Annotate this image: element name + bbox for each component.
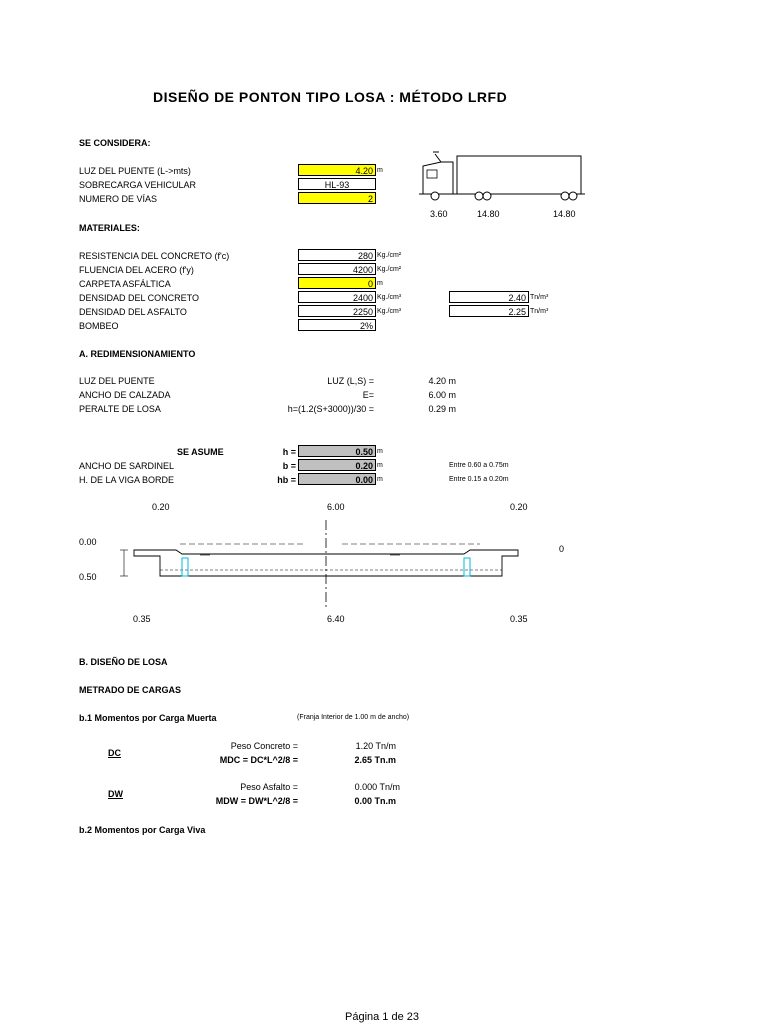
dc-label: DC: [108, 748, 121, 758]
carpeta-value[interactable]: 0: [298, 277, 376, 289]
densidad-asfalto-tn-unit: Tn/m³: [530, 308, 549, 315]
section-left-top: 0.00: [79, 537, 97, 547]
page-number: Página 1 de 23: [345, 1011, 420, 1023]
truck-icon: [419, 151, 585, 201]
resistencia-value[interactable]: 280: [298, 249, 376, 261]
sardinel-label: ANCHO DE SARDINEL: [79, 461, 175, 471]
assumed-b-value[interactable]: 0.20: [298, 459, 376, 471]
sardinel-note: Entre 0.60 a 0.75m: [449, 462, 509, 469]
slab-section-diagram: [120, 520, 519, 608]
losa-heading: B. DISEÑO DE LOSA: [79, 657, 168, 667]
numero-vias-value[interactable]: 2: [298, 192, 376, 204]
sobrecarga-value[interactable]: HL-93: [298, 178, 376, 190]
redim-heading: A. REDIMENSIONAMIENTO: [79, 349, 196, 359]
section-bottom-right: 0.35: [510, 614, 528, 624]
mdc-value: 2.65 Tn.m: [354, 755, 396, 765]
page-title: DISEÑO DE PONTON TIPO LOSA : MÉTODO LRFD: [153, 89, 508, 105]
franja-note: (Franja Interior de 1.00 m de ancho): [297, 714, 410, 721]
axle-spacing-3: 14.80: [553, 209, 576, 219]
luz-puente-unit: m: [377, 167, 383, 174]
section-top-right: 0.20: [510, 502, 528, 512]
axle-spacing-1: 3.60: [430, 209, 448, 219]
carpeta-unit: m: [377, 280, 383, 287]
se-considera-heading: SE CONSIDERA:: [79, 138, 151, 148]
assumed-b-sym: b =: [282, 461, 296, 471]
redim-luz-label: LUZ DEL PUENTE: [79, 376, 155, 386]
assumed-h-sym: h =: [282, 447, 296, 457]
densidad-concreto-value[interactable]: 2400: [298, 291, 376, 303]
densidad-asfalto-value[interactable]: 2250: [298, 305, 376, 317]
axle-spacing-2: 14.80: [477, 209, 500, 219]
peso-asfalto-label: Peso Asfalto =: [240, 782, 298, 792]
bombeo-value[interactable]: 2%: [298, 319, 376, 331]
densidad-asfalto-tn-value: 2.25: [449, 305, 529, 317]
redim-ancho-value: 6.00 m: [428, 390, 456, 400]
assumed-hb-unit: m: [377, 476, 383, 483]
resistencia-unit: Kg./cm²: [377, 252, 402, 259]
section-left-bottom: 0.50: [79, 572, 97, 582]
densidad-concreto-label: DENSIDAD DEL CONCRETO: [79, 293, 200, 303]
section-top-left: 0.20: [152, 502, 170, 512]
se-asume-label: SE ASUME: [177, 447, 224, 457]
mdw-label: MDW = DW*L^2/8 =: [215, 796, 298, 806]
redim-luz-formula: LUZ (L,S) =: [327, 376, 374, 386]
mdc-label: MDC = DC*L^2/8 =: [219, 755, 298, 765]
fluencia-value[interactable]: 4200: [298, 263, 376, 275]
section-bottom-center: 6.40: [327, 614, 345, 624]
metrado-heading: METRADO DE CARGAS: [79, 685, 182, 695]
assumed-hb-value[interactable]: 0.00: [298, 473, 376, 485]
assumed-hb-sym: hb =: [277, 475, 296, 485]
section-bottom-left: 0.35: [133, 614, 151, 624]
assumed-b-unit: m: [377, 462, 383, 469]
peso-asfalto-value: 0.000 Tn/m: [354, 782, 400, 792]
section-right-zero: 0: [559, 544, 565, 554]
mdw-value: 0.00 Tn.m: [354, 796, 396, 806]
fluencia-unit: Kg./cm²: [377, 266, 402, 273]
luz-puente-value[interactable]: 4.20: [298, 164, 376, 176]
fluencia-label: FLUENCIA DEL ACERO (f'y): [79, 265, 194, 275]
b2-heading: b.2 Momentos por Carga Viva: [79, 825, 206, 835]
densidad-concreto-tn-value: 2.40: [449, 291, 529, 303]
densidad-concreto-tn-unit: Tn/m³: [530, 294, 549, 301]
redim-peralte-value: 0.29 m: [428, 404, 456, 414]
numero-vias-label: NUMERO DE VÍAS: [79, 194, 158, 204]
section-top-center: 6.00: [327, 502, 345, 512]
redim-ancho-formula: E=: [362, 390, 374, 400]
redim-ancho-label: ANCHO DE CALZADA: [79, 390, 171, 400]
viga-borde-label: H. DE LA VIGA BORDE: [79, 475, 175, 485]
redim-peralte-formula: h=(1.2(S+3000))/30 =: [287, 404, 374, 414]
sobrecarga-label: SOBRECARGA VEHICULAR: [79, 180, 197, 190]
peso-concreto-value: 1.20 Tn/m: [355, 741, 396, 751]
redim-luz-value: 4.20 m: [428, 376, 456, 386]
luz-puente-label: LUZ DEL PUENTE (L->mts): [79, 166, 191, 176]
resistencia-label: RESISTENCIA DEL CONCRETO (f'c): [79, 251, 230, 261]
b1-heading: b.1 Momentos por Carga Muerta: [79, 713, 217, 723]
densidad-concreto-unit: Kg./cm³: [377, 294, 402, 301]
bombeo-label: BOMBEO: [79, 321, 119, 331]
materiales-heading: MATERIALES:: [79, 223, 140, 233]
densidad-asfalto-unit: Kg./cm³: [377, 308, 402, 315]
assumed-h-unit: m: [377, 448, 383, 455]
assumed-h-value[interactable]: 0.50: [298, 445, 376, 457]
viga-borde-note: Entre 0.15 a 0.20m: [449, 476, 509, 483]
densidad-asfalto-label: DENSIDAD DEL ASFALTO: [79, 307, 187, 317]
dw-label: DW: [108, 789, 123, 799]
peso-concreto-label: Peso Concreto =: [230, 741, 298, 751]
redim-peralte-label: PERALTE DE LOSA: [79, 404, 161, 414]
carpeta-label: CARPETA ASFÁLTICA: [79, 279, 171, 289]
